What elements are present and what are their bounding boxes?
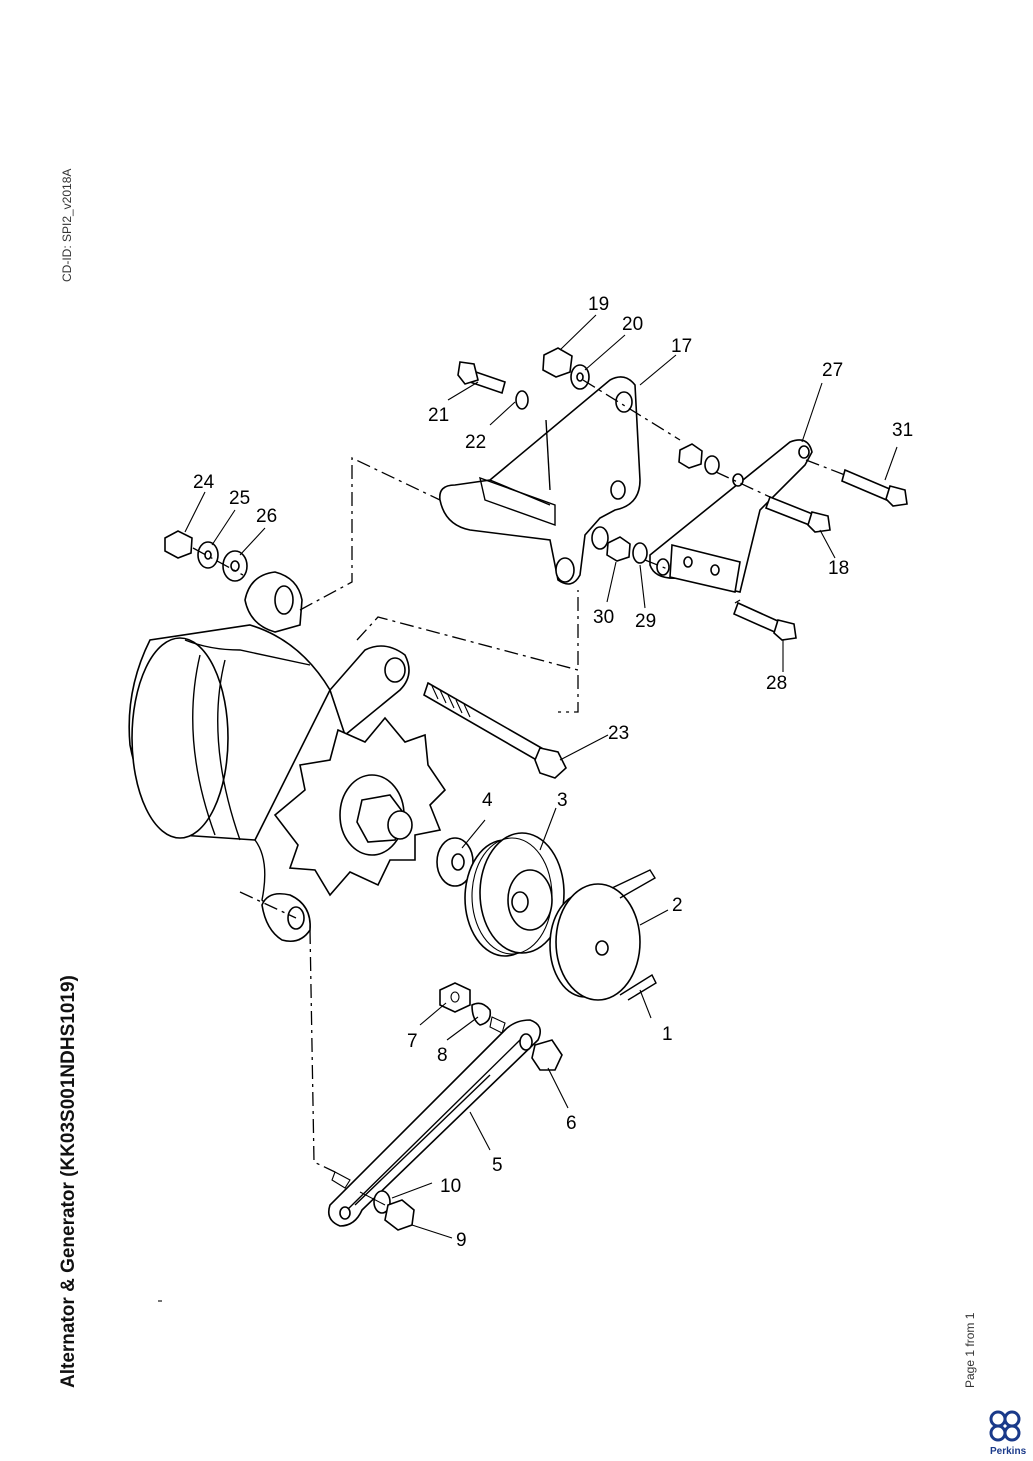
callout-30: 30: [593, 607, 614, 628]
callout-19: 19: [588, 294, 609, 315]
callout-29: 29: [635, 611, 656, 632]
nut-7: [439, 982, 471, 1013]
perkins-logo: [989, 1410, 1021, 1442]
callout-20: 20: [622, 314, 643, 335]
callout-labels: 1 2 3 4 5 6 7 8 9 10 17 18 19 20 21 22 2…: [193, 294, 913, 1251]
washer-8: [471, 1002, 492, 1026]
washer-20: [570, 364, 590, 390]
callout-8: 8: [437, 1045, 448, 1066]
adjuster-link-5: [327, 1019, 541, 1227]
callout-23: 23: [608, 723, 629, 744]
callout-25: 25: [229, 488, 250, 509]
bolt-23: [423, 681, 567, 779]
callout-6: 6: [566, 1113, 577, 1134]
bolt-31: [841, 468, 908, 507]
nut-24: [164, 530, 193, 559]
callout-28: 28: [766, 673, 787, 694]
washer-25: [197, 541, 219, 569]
callout-9: 9: [456, 1230, 467, 1251]
callout-1: 1: [662, 1024, 673, 1045]
stud-8b: [489, 1016, 506, 1034]
bolt-18: [764, 495, 831, 533]
callout-10: 10: [440, 1176, 461, 1197]
callout-5: 5: [492, 1155, 503, 1176]
callout-24: 24: [193, 472, 215, 493]
washer-22: [515, 390, 529, 410]
callout-22: 22: [465, 432, 486, 453]
callout-3: 3: [557, 790, 568, 811]
nut-upper-right: [678, 443, 720, 475]
nut-19: [542, 347, 573, 378]
callout-21: 21: [428, 405, 449, 426]
pulley-3: [464, 832, 565, 957]
callout-27: 27: [822, 360, 843, 381]
alternator-body: [128, 571, 447, 943]
callout-18: 18: [828, 558, 849, 579]
callout-2: 2: [672, 895, 683, 916]
leader-lines: [184, 314, 898, 1239]
pulley-2: [549, 869, 657, 1001]
washer-4: [436, 837, 474, 887]
bracket-17: [438, 376, 641, 585]
nut-30: [606, 536, 631, 562]
assembly-lines: [192, 379, 846, 1173]
callout-7: 7: [407, 1031, 418, 1052]
bolt-6: [531, 1039, 563, 1071]
washer-10: [373, 1190, 391, 1214]
bracket-27: [649, 439, 813, 593]
callout-17: 17: [671, 336, 692, 357]
callout-4: 4: [482, 790, 493, 811]
washer-29: [632, 542, 648, 564]
callout-26: 26: [256, 506, 277, 527]
brand-name: Perkins: [990, 1446, 1027, 1457]
callout-31: 31: [892, 420, 913, 441]
bolt-21: [457, 361, 506, 395]
bolt-28: [732, 601, 797, 641]
